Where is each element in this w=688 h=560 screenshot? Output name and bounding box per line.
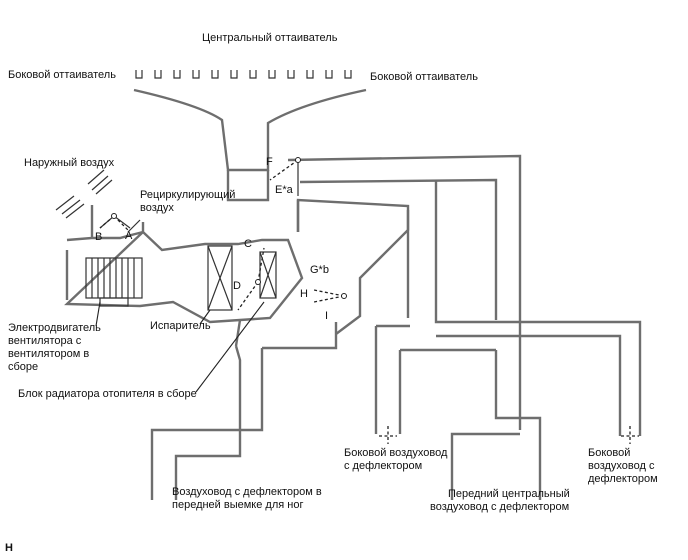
- side-defroster-right-label: Боковой оттаиватель: [370, 71, 478, 83]
- intake-hoods: [55, 169, 141, 233]
- side-register-right-label-3: дефлектором: [588, 473, 658, 485]
- damper-b-label: B: [95, 231, 103, 243]
- damper-d-label: D: [233, 280, 241, 292]
- blower-label-4: сборе: [8, 361, 39, 373]
- center-register-label-2: воздуховод с дефлектором: [430, 501, 570, 513]
- defroster-duct: [133, 88, 367, 172]
- evaporator-core: [207, 245, 233, 311]
- register-marks: [379, 426, 639, 444]
- blower-label-2: вентилятора с: [8, 335, 82, 347]
- side-register-left-label-1: Боковой воздуховод: [344, 447, 448, 459]
- vent-ducts: [226, 154, 522, 430]
- damper-h-label: H: [300, 288, 308, 300]
- damper-g-label: G*b: [310, 264, 329, 276]
- corner-letter: H: [5, 542, 13, 554]
- dampers: [99, 157, 347, 311]
- recirc-air-label-1: Рециркулирующий: [140, 189, 236, 201]
- foot-duct-label-2: передней выемке для ног: [172, 499, 304, 511]
- side-defroster-left-label: Боковой оттаиватель: [8, 69, 116, 81]
- side-register-right-label-2: воздуховод с: [588, 460, 655, 472]
- leader-lines: [95, 301, 265, 393]
- damper-e-label: E*a: [275, 184, 293, 196]
- main-housing: [64, 205, 304, 324]
- fresh-air-label: Наружный воздух: [24, 157, 115, 169]
- side-register-right-label-1: Боковой: [588, 447, 631, 459]
- evaporator-label: Испаритель: [150, 320, 211, 332]
- damper-f-label: F: [266, 156, 273, 168]
- heater-core: [259, 251, 277, 299]
- blower-label-1: Электродвигатель: [8, 322, 101, 334]
- center-defroster-label: Центральный оттаиватель: [202, 32, 338, 44]
- damper-c-label: C: [244, 238, 252, 250]
- heater-core-label: Блок радиатора отопителя в сборе: [18, 388, 197, 400]
- distribution-ducts: [150, 180, 642, 500]
- recirc-air-label-2: воздух: [140, 202, 174, 214]
- blower-label-3: вентилятором в: [8, 348, 90, 360]
- blower-fan: [85, 257, 143, 307]
- foot-duct-label-1: Воздуховод с дефлектором в: [172, 486, 322, 498]
- side-register-left-label-2: с дефлектором: [344, 460, 423, 472]
- center-register-label-1: Передний центральный: [448, 488, 570, 500]
- damper-i-label: I: [325, 310, 329, 322]
- damper-a-label: A: [125, 230, 133, 242]
- defroster-outlets: [135, 70, 352, 79]
